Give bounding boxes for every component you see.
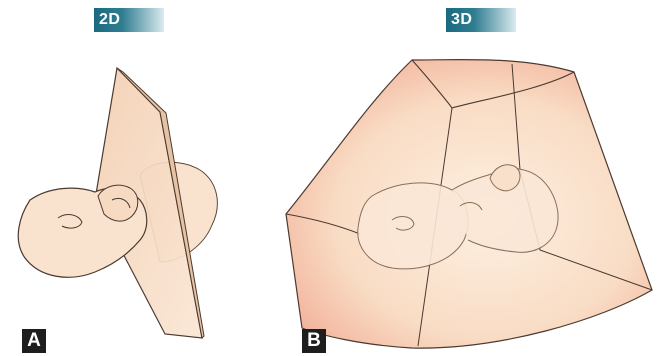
panel-a-2d-slice xyxy=(18,68,217,338)
panel-letter-b: B xyxy=(302,329,326,353)
panel-letter-a: A xyxy=(22,329,46,353)
panel-b-3d-volume xyxy=(286,60,652,349)
